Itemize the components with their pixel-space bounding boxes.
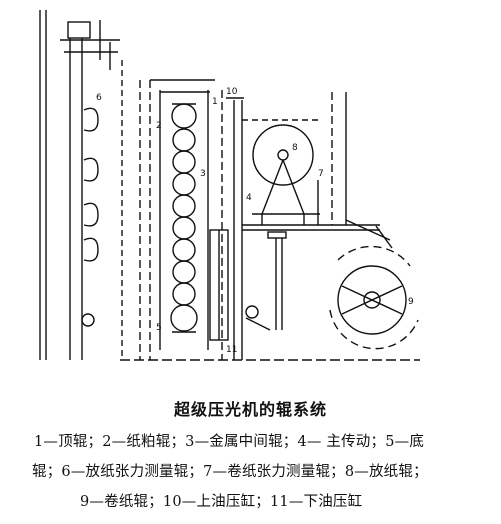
right-frame	[242, 92, 393, 330]
figure-caption: 超级压光机的辊系统 1—顶辊；2—纸粕辊；3—金属中间辊；4— 主传动；5—底 …	[0, 382, 501, 524]
calender-roll-system-drawing: 1 2 3 4 5 6 7 8 9 10 11	[39, 10, 420, 361]
winding-roll	[329, 245, 419, 350]
base	[120, 305, 420, 361]
left-frame	[39, 10, 123, 360]
legend-line: 辊；6—放纸张力测量辊；7—卷纸张力测量辊；8—放纸辊；	[32, 464, 428, 480]
stack-frame	[139, 79, 244, 360]
part-label: 9	[408, 297, 414, 307]
part-label: 2	[156, 121, 162, 131]
unwind-roll	[242, 119, 320, 225]
part-label: 5	[156, 323, 162, 333]
part-label: 3	[200, 169, 206, 179]
figure-title: 超级压光机的辊系统	[173, 400, 327, 419]
part-label: 7	[318, 169, 324, 179]
roll-stack	[170, 103, 198, 333]
part-label: 4	[246, 193, 252, 203]
part-label: 1	[212, 97, 218, 107]
legend-line: 9—卷纸辊；10—上油压缸；11—下油压缸	[80, 494, 363, 510]
legend-line: 1—顶辊；2—纸粕辊；3—金属中间辊；4— 主传动；5—底	[34, 434, 425, 450]
left-guide-rolls	[81, 107, 99, 327]
hydraulic-cylinder	[209, 229, 229, 341]
part-label: 10	[226, 87, 238, 97]
part-label: 8	[292, 143, 298, 153]
part-label: 11	[226, 345, 237, 355]
part-label: 6	[96, 93, 102, 103]
